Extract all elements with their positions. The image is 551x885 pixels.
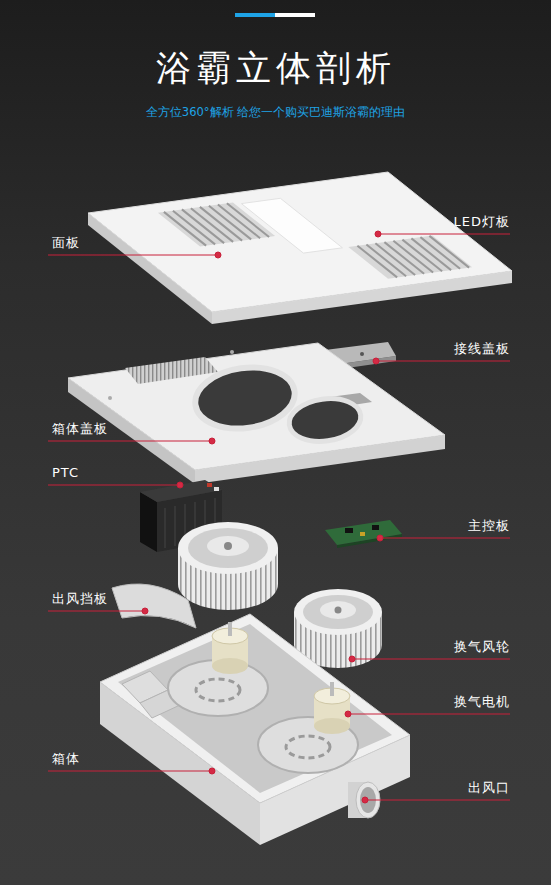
part-label: PTC: [52, 465, 79, 481]
box-cover-drawing: [68, 343, 445, 484]
housing-box-drawing: [100, 614, 410, 845]
part-label: 箱体: [52, 751, 80, 767]
panel-drawing: [88, 172, 512, 324]
part-label: LED灯板: [454, 214, 510, 230]
part-label: 主控板: [468, 518, 510, 534]
part-label: 箱体盖板: [52, 421, 108, 437]
main-board-drawing: [325, 520, 402, 548]
leader-lines: [48, 231, 510, 803]
diagram-caption: 全方位360°解析 给您一个购买巴迪斯浴霸的理由: [0, 104, 551, 120]
diagram-title: 浴霸立体剖析: [0, 46, 551, 90]
accent-bar: [235, 13, 315, 17]
part-label: 接线盖板: [454, 341, 510, 357]
part-label: 面板: [52, 235, 80, 251]
part-label: 换气电机: [454, 694, 510, 710]
heating-fan-drawing: [178, 522, 278, 610]
exhaust-fan-drawing: [294, 589, 382, 668]
air-baffle-drawing: [112, 584, 196, 628]
part-label: 换气风轮: [454, 639, 510, 655]
part-label: 出风挡板: [52, 591, 108, 607]
part-label: 出风口: [468, 780, 510, 796]
